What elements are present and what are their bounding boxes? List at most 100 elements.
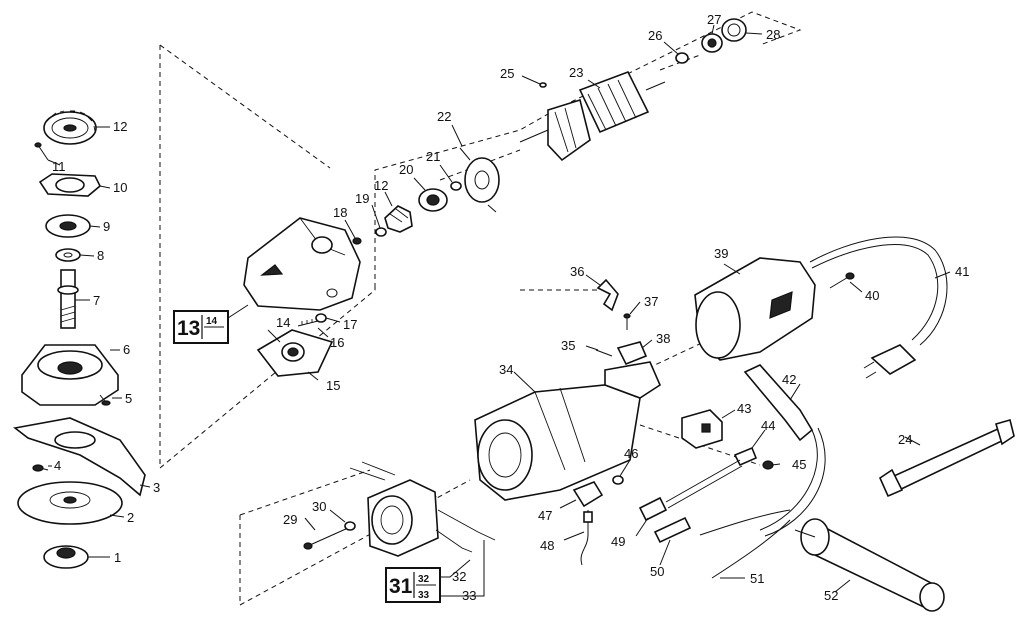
part-8-washer	[55, 248, 81, 262]
label-19: 19	[355, 191, 369, 206]
label-10: 10	[113, 180, 127, 195]
label-2: 2	[127, 510, 134, 525]
label-16: 16	[330, 335, 344, 350]
part-38-bracket	[616, 341, 648, 366]
part-51-wire-lead	[699, 509, 791, 579]
part-3-wheel-guard	[13, 417, 146, 497]
part-41-power-cord	[809, 236, 948, 379]
label-45: 45	[792, 457, 806, 472]
label-8: 8	[97, 248, 104, 263]
part-24-spanner-wrench	[878, 419, 1015, 498]
part-31-field-assembly	[349, 461, 496, 557]
part-number-labels: 12 11 10 9 8 7 6 5 4 3 2 1 14 15 16 17 1…	[52, 12, 969, 603]
part-19-washer	[375, 227, 387, 237]
part-26-washer	[675, 52, 689, 64]
label-7: 7	[93, 293, 100, 308]
part-12-pinion-gear	[384, 205, 413, 233]
label-14: 14	[276, 315, 290, 330]
part-28-bearing-cap	[721, 18, 747, 42]
part-11-screw	[34, 142, 49, 161]
part-25-key	[539, 82, 547, 88]
label-25: 25	[500, 66, 514, 81]
part-47-brush-holder	[572, 481, 604, 508]
label-52: 52	[824, 588, 838, 603]
label-20: 20	[399, 162, 413, 177]
part-37-screw	[623, 313, 631, 330]
part-5-screw	[99, 394, 111, 406]
label-12-mid: 12	[374, 178, 388, 193]
label-39: 39	[714, 246, 728, 261]
label-27: 27	[707, 12, 721, 27]
part-7-spindle	[57, 269, 79, 329]
part-18-pin	[352, 237, 362, 245]
label-48: 48	[540, 538, 554, 553]
part-52-side-handle	[794, 518, 945, 612]
part-50-connector	[653, 516, 692, 544]
part-17-spring	[315, 313, 327, 323]
label-26: 26	[648, 28, 662, 43]
box-13-main: 13	[177, 317, 200, 340]
label-12-left: 12	[113, 119, 127, 134]
label-23: 23	[569, 65, 583, 80]
box-31-main: 31	[389, 575, 413, 598]
label-36: 36	[570, 264, 584, 279]
label-30: 30	[312, 499, 326, 514]
part-21-washer	[450, 181, 462, 191]
part-6-gear-housing	[21, 344, 119, 406]
part-49-lead-wire	[638, 459, 743, 522]
part-43-switch	[681, 409, 723, 449]
label-33: 33	[462, 588, 476, 603]
part-10-bearing-plate	[38, 173, 101, 197]
label-43: 43	[737, 401, 751, 416]
box-31-sub-top: 32	[418, 574, 430, 585]
part-4-screw	[32, 464, 49, 472]
label-44: 44	[761, 418, 775, 433]
label-3: 3	[153, 480, 160, 495]
part-14-seal-plate	[256, 329, 334, 377]
label-41: 41	[955, 264, 969, 279]
label-40: 40	[865, 288, 879, 303]
label-51: 51	[750, 571, 764, 586]
part-46-clamp	[612, 475, 624, 485]
part-9-bearing	[45, 214, 91, 238]
part-39-handle-housing	[694, 257, 816, 361]
label-15: 15	[326, 378, 340, 393]
label-6: 6	[123, 342, 130, 357]
part-13-gear-case	[243, 217, 361, 311]
part-2-grinding-wheel	[17, 481, 123, 525]
part-30-washer	[344, 521, 356, 531]
label-22: 22	[437, 109, 451, 124]
part-44-terminal-block	[733, 446, 758, 467]
part-42-cord-protector	[743, 364, 826, 537]
label-47: 47	[538, 508, 552, 523]
part-22-baffle	[459, 147, 500, 213]
label-32: 32	[452, 569, 466, 584]
label-50: 50	[650, 564, 664, 579]
label-24: 24	[898, 432, 912, 447]
callout-box-13: 13 14	[173, 310, 229, 344]
label-35: 35	[561, 338, 575, 353]
box-31-sub-bottom: 33	[418, 590, 430, 601]
label-42: 42	[782, 372, 796, 387]
part-23-armature	[519, 70, 666, 162]
label-17: 17	[343, 317, 357, 332]
part-35-clip	[595, 349, 613, 357]
label-5: 5	[125, 391, 132, 406]
part-36-spring-clip	[596, 278, 619, 312]
part-40-screw	[829, 272, 855, 289]
box-13-sub: 14	[206, 316, 218, 327]
box-31-side-labels: 32 33	[452, 569, 476, 603]
part-34-motor-housing	[474, 361, 662, 501]
label-18: 18	[333, 205, 347, 220]
label-34: 34	[499, 362, 513, 377]
part-20-bearing	[418, 188, 448, 212]
part-45-screw	[762, 460, 774, 470]
label-9: 9	[103, 219, 110, 234]
callout-box-31: 31 32 33	[385, 567, 441, 603]
part-27-bearing	[701, 33, 723, 53]
leader-lines	[47, 24, 951, 597]
label-1: 1	[114, 550, 121, 565]
label-46: 46	[624, 446, 638, 461]
